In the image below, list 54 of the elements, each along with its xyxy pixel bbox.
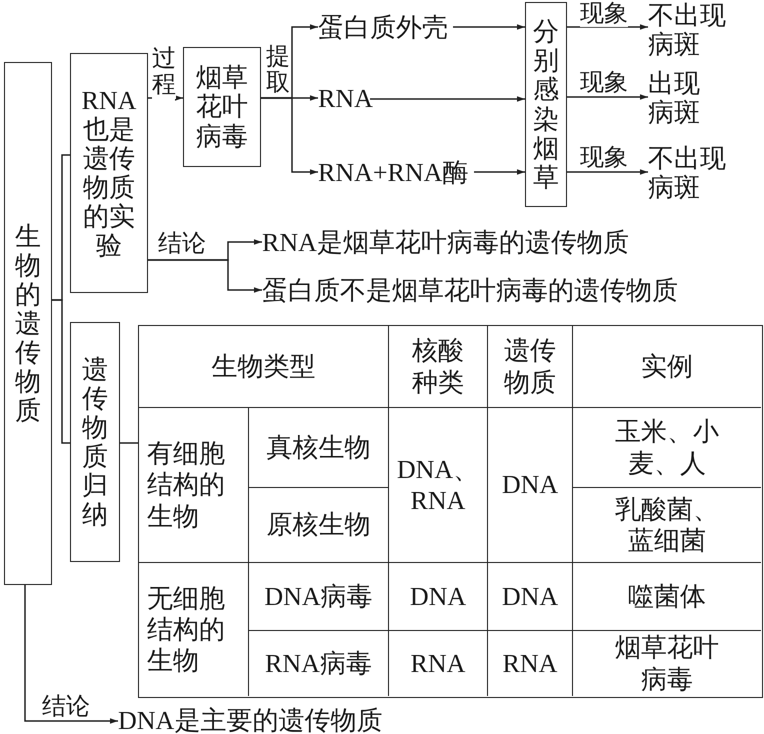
table-cell: DNA病毒 bbox=[249, 563, 389, 631]
table-cell: DNA、RNA bbox=[389, 408, 488, 563]
topic-box bbox=[4, 62, 52, 585]
table-cell: 有细胞结构的生物 bbox=[139, 408, 249, 563]
table-cell-text: 烟草花叶病毒 bbox=[614, 632, 720, 696]
table-cell: 核酸种类 bbox=[389, 326, 488, 408]
connector-line bbox=[52, 299, 70, 444]
result-text: 不出现病斑 bbox=[648, 1, 753, 59]
arrow bbox=[567, 169, 648, 175]
edge-label: 现象 bbox=[580, 1, 628, 28]
edge-label: 现象 bbox=[580, 70, 628, 96]
table-cell: 玉米、小麦、人 bbox=[573, 408, 761, 488]
summary-box bbox=[70, 322, 120, 562]
arrow bbox=[567, 24, 648, 30]
table-cell: 噬菌体 bbox=[573, 563, 761, 631]
table-cell: RNA病毒 bbox=[249, 631, 389, 696]
table-cell: RNA bbox=[389, 631, 488, 696]
table-cell: DNA bbox=[389, 563, 488, 631]
result-text: 出现病斑 bbox=[648, 69, 753, 127]
edge-label: 现象 bbox=[580, 145, 628, 172]
component-text: 蛋白质外壳 bbox=[318, 10, 453, 44]
table-cell: DNA bbox=[488, 563, 573, 631]
node-text: RNA也是遗传物质的实验 bbox=[81, 86, 137, 260]
edge-label: 过程 bbox=[152, 46, 176, 99]
table-cell: RNA bbox=[488, 631, 573, 696]
table-cell: 真核生物 bbox=[249, 408, 389, 488]
table-cell: 原核生物 bbox=[249, 488, 389, 563]
table-cell: 生物类型 bbox=[139, 326, 389, 408]
arrow bbox=[370, 96, 525, 102]
table-cell: 遗传物质 bbox=[488, 326, 573, 408]
arrow bbox=[453, 24, 525, 30]
node-text: 分别感染烟草 bbox=[532, 17, 560, 192]
node-text: 遗传物质归纳 bbox=[81, 354, 109, 530]
arrow bbox=[148, 259, 262, 293]
node-text: 烟草花叶病毒 bbox=[195, 63, 249, 151]
table-cell: DNA bbox=[488, 408, 573, 563]
conclusion-text: DNA是主要的遗传物质 bbox=[118, 705, 438, 734]
infection-box bbox=[525, 2, 567, 207]
table-cell: 无细胞结构的生物 bbox=[139, 563, 249, 696]
node-text: 生物的遗传物质 bbox=[14, 222, 42, 426]
arrow bbox=[474, 169, 525, 175]
conclusion-text: 蛋白质不是烟草花叶病毒的遗传物质 bbox=[262, 273, 760, 307]
experiment-box bbox=[70, 53, 148, 293]
connector-line bbox=[120, 442, 138, 444]
data-table bbox=[138, 325, 763, 698]
conclusion-text: RNA是烟草花叶病毒的遗传物质 bbox=[262, 225, 702, 259]
arrow bbox=[24, 585, 118, 724]
table-cell: 乳酸菌、蓝细菌 bbox=[573, 488, 761, 563]
table-cell: 实例 bbox=[573, 326, 761, 408]
component-text: RNA+RNA酶 bbox=[318, 155, 474, 189]
arrow bbox=[261, 97, 318, 175]
arrow bbox=[567, 94, 648, 100]
result-text: 不出现病斑 bbox=[648, 144, 753, 202]
virus-box bbox=[183, 47, 261, 167]
